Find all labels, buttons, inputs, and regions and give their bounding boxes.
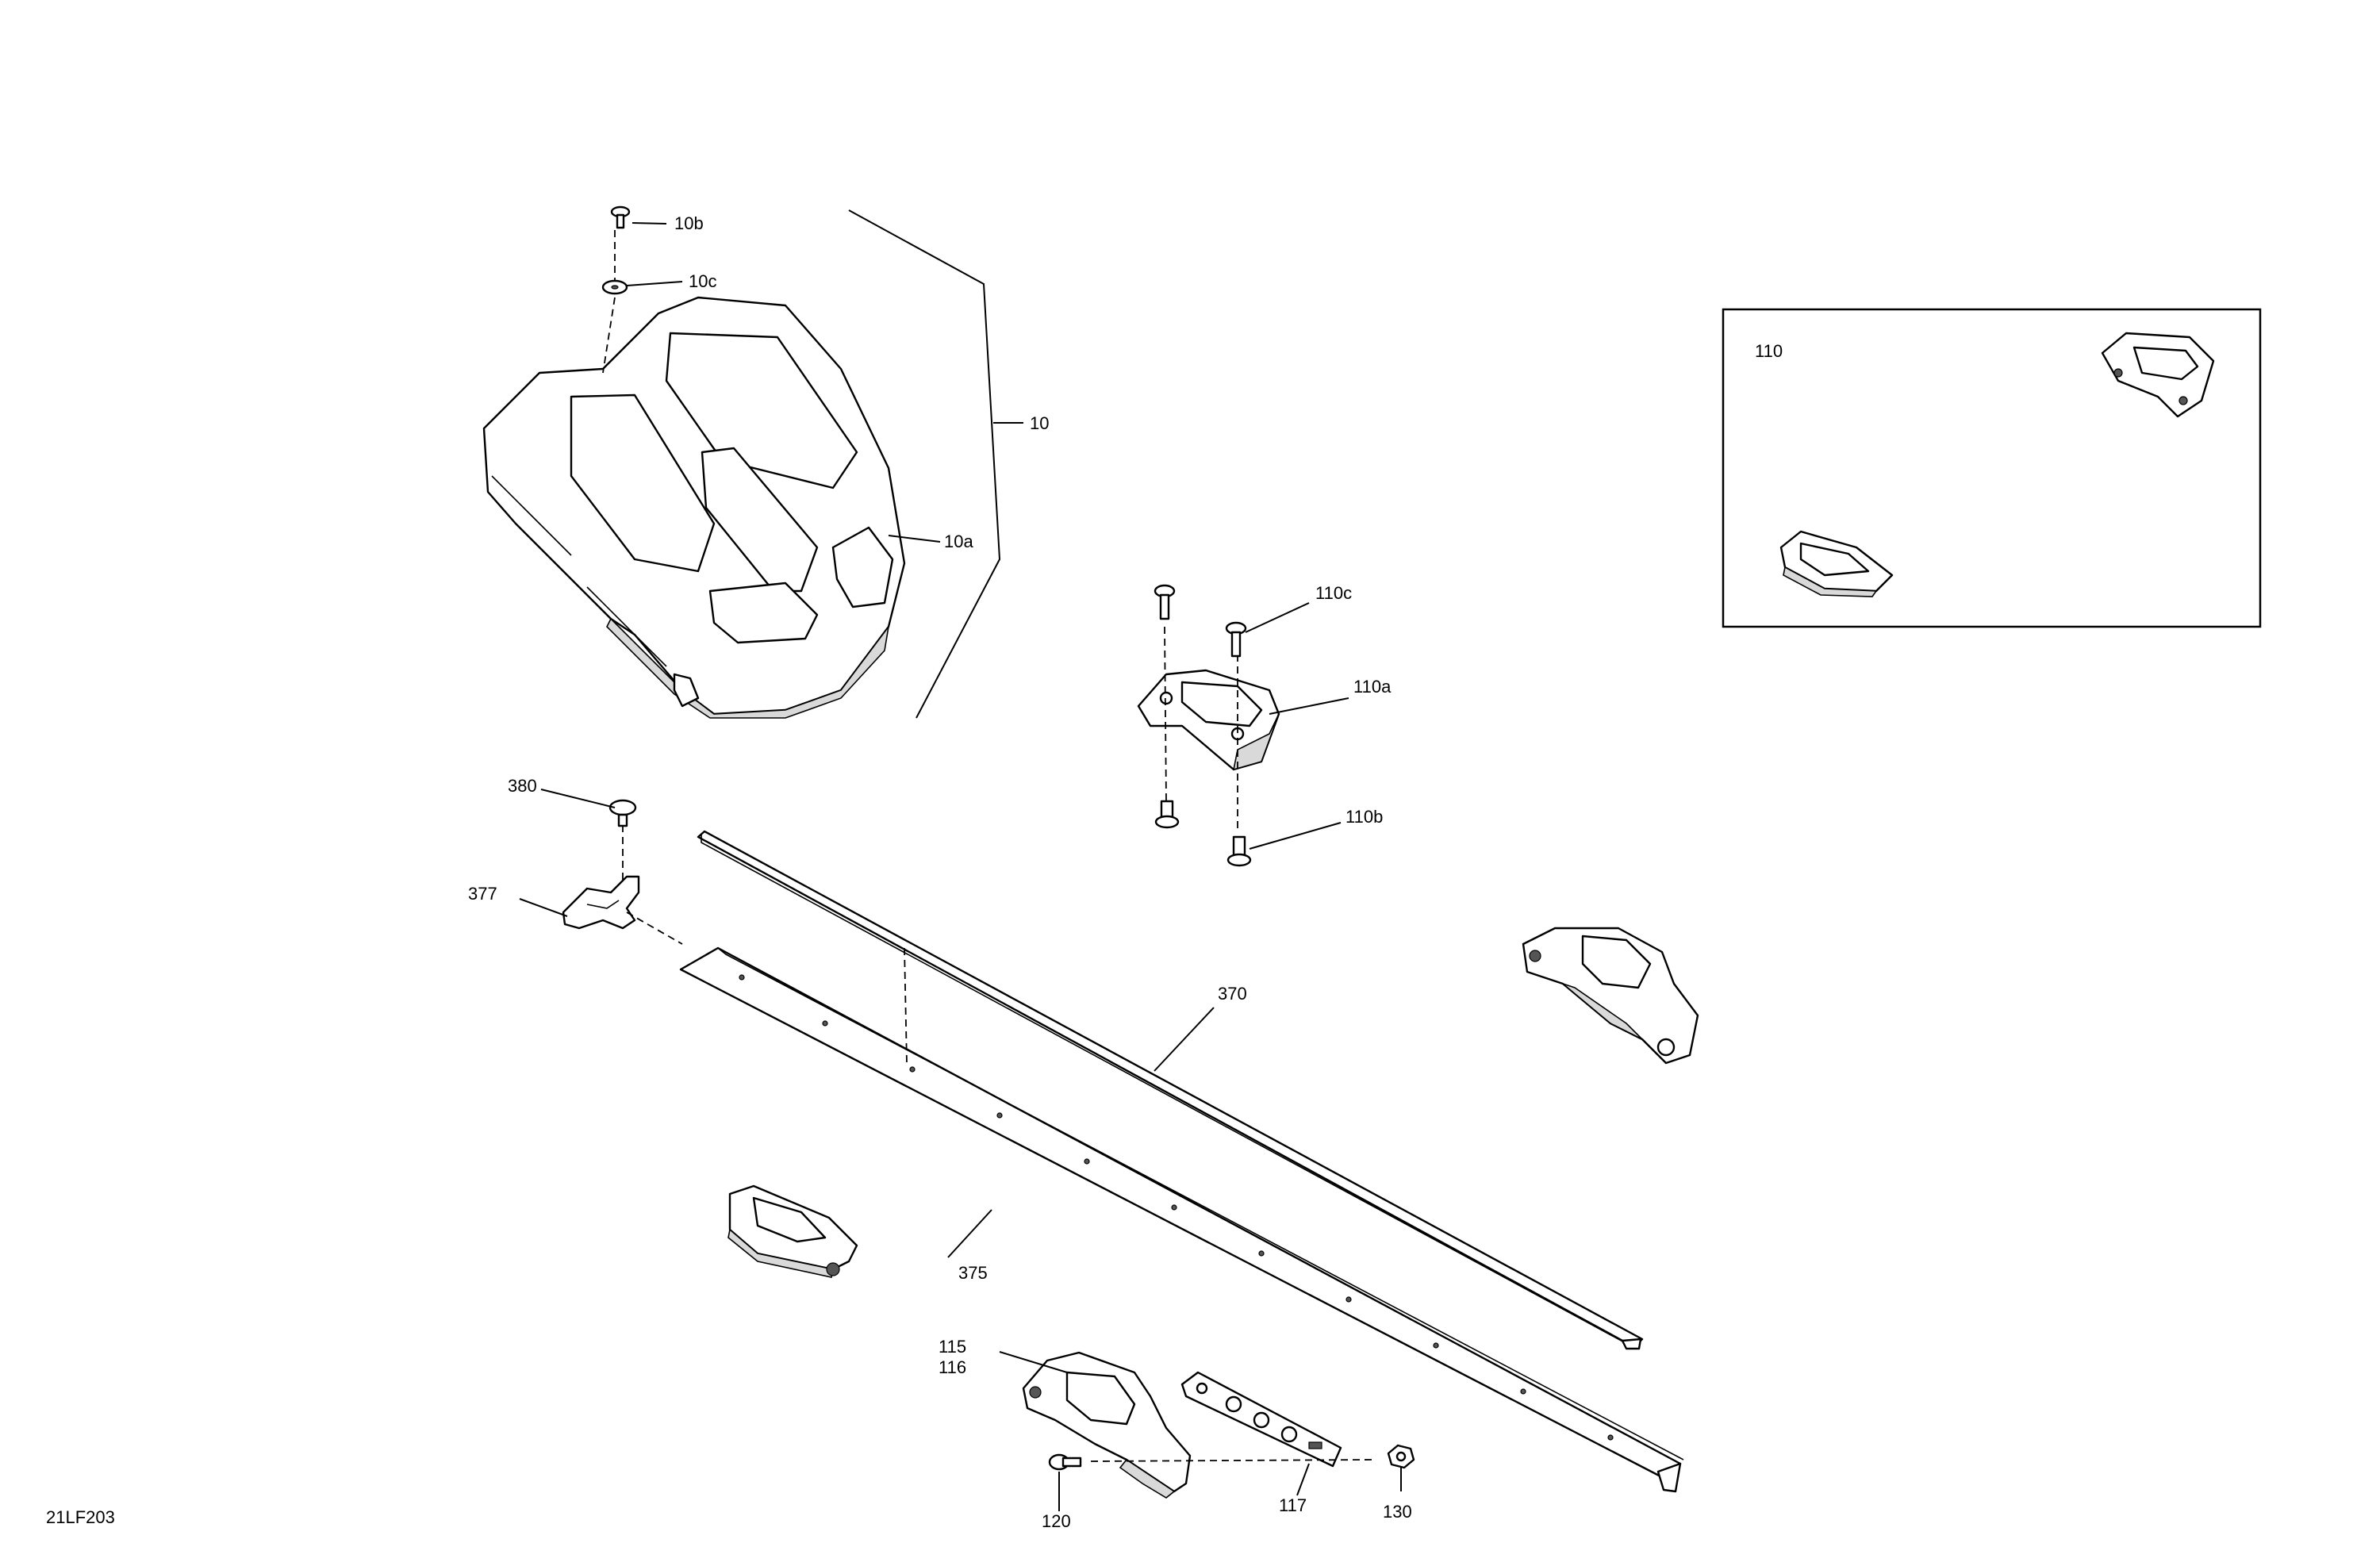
part-370-rail <box>697 830 1644 1350</box>
screw-10b-icon <box>610 205 631 229</box>
part-115-tie-down-bracket <box>1022 1351 1192 1499</box>
tie-down-left-icon <box>727 1184 858 1278</box>
inset-box-110 <box>1722 308 2262 628</box>
screw-120-icon <box>1048 1453 1082 1471</box>
callout-375: 375 <box>958 1263 988 1283</box>
callout-10c: 10c <box>689 271 716 291</box>
callout-120: 120 <box>1042 1511 1071 1531</box>
group-bracket-10 <box>848 209 1001 719</box>
part-375-rail <box>679 946 1684 1493</box>
callout-116: 116 <box>939 1357 966 1377</box>
assembly-line-377 <box>626 912 683 945</box>
part-110a-bracket <box>1137 669 1280 771</box>
assembly-line-110-left <box>1164 626 1167 802</box>
callout-130: 130 <box>1383 1502 1412 1522</box>
part-117-plate <box>1180 1371 1342 1468</box>
callout-377: 377 <box>468 884 497 904</box>
insert-110b-left-icon <box>1154 800 1180 829</box>
callout-115: 115 <box>939 1337 966 1357</box>
insert-110b-right-icon <box>1226 835 1252 867</box>
callout-370: 370 <box>1218 984 1247 1004</box>
callout-10: 10 <box>1030 413 1049 433</box>
callout-110b: 110b <box>1345 807 1383 827</box>
callout-117: 117 <box>1279 1495 1307 1515</box>
part-377-clip <box>562 875 640 930</box>
callout-10b: 10b <box>674 213 704 233</box>
inset-bracket-bottom-icon <box>1779 530 1894 597</box>
tie-down-right-icon <box>1522 927 1699 1065</box>
inset-title: 110 <box>1755 341 1783 361</box>
assembly-line-rail <box>904 947 908 1064</box>
callout-10a: 10a <box>944 532 973 551</box>
part-10-cargo-tray <box>482 296 906 719</box>
callout-110a: 110a <box>1353 677 1392 697</box>
callout-110c: 110c <box>1315 583 1352 603</box>
assembly-line-10c <box>602 297 616 374</box>
callout-380: 380 <box>508 776 537 796</box>
inset-bracket-top-icon <box>2101 332 2215 418</box>
screw-110c-right-icon <box>1225 621 1247 658</box>
diagram-id: 21LF203 <box>46 1507 115 1527</box>
screw-110c-left-icon <box>1154 584 1176 620</box>
nut-130-icon <box>1387 1444 1415 1469</box>
washer-380-icon <box>608 799 637 827</box>
